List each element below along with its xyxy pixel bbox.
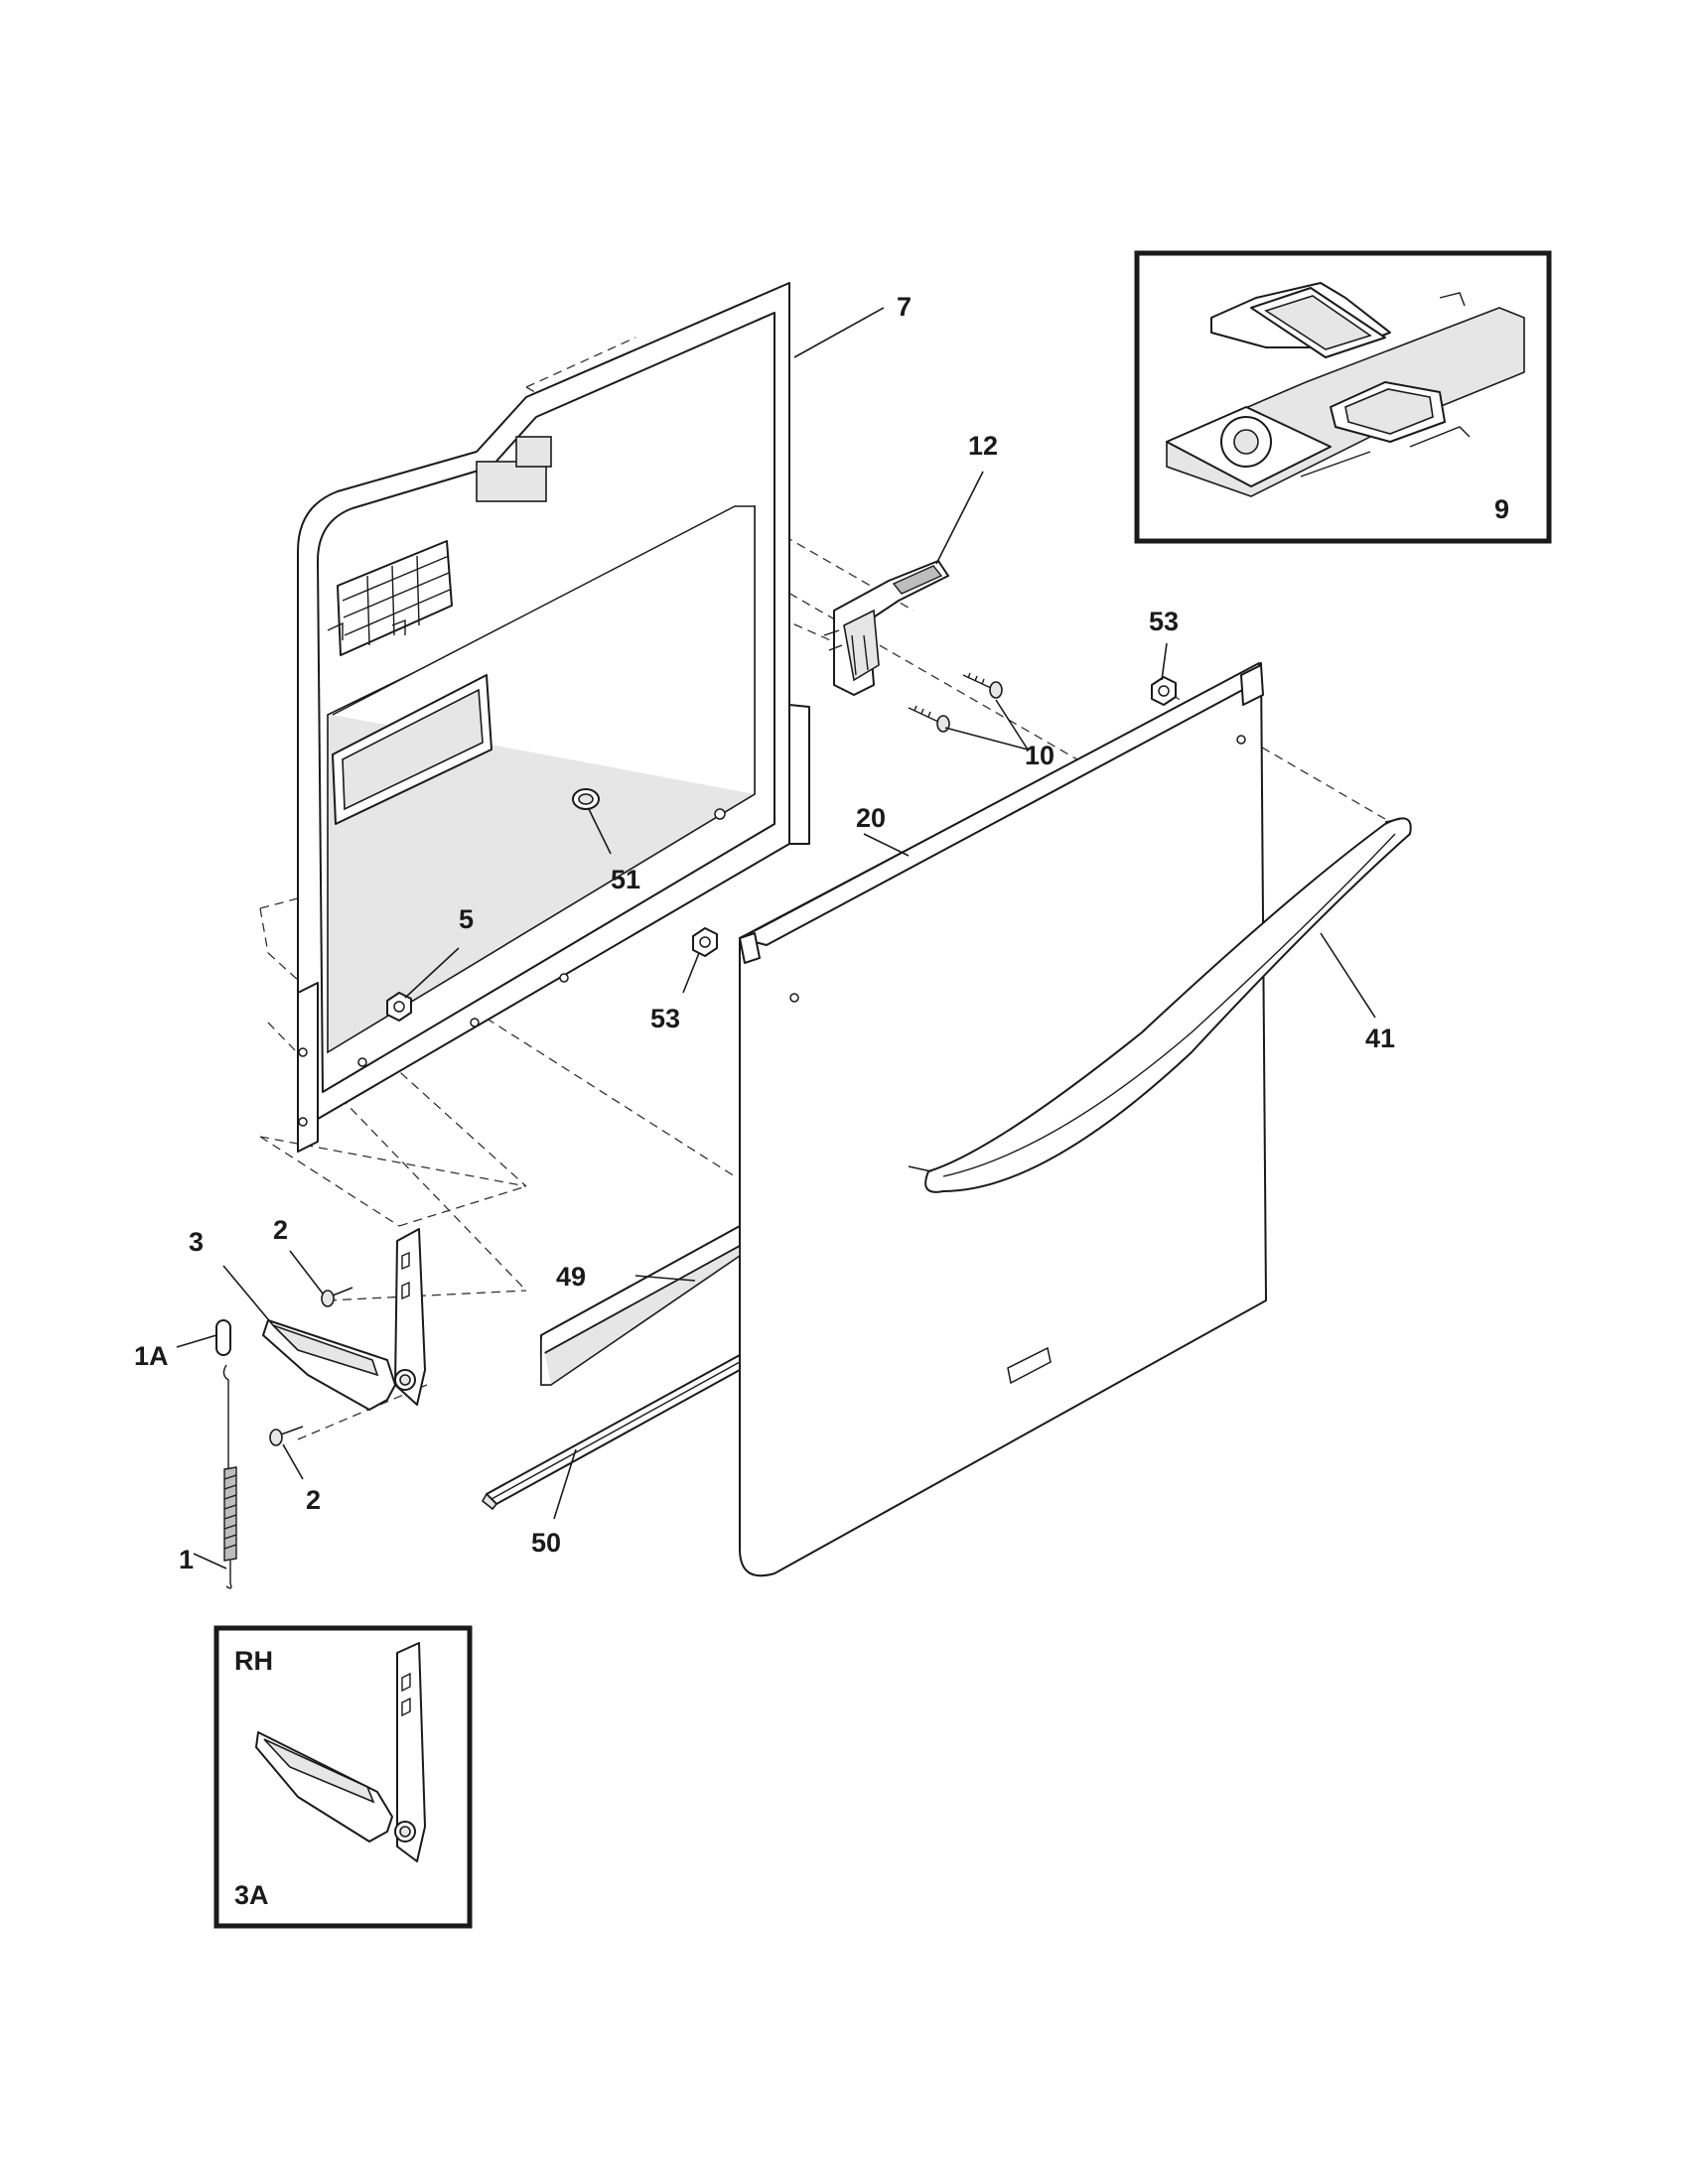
clip-ring <box>572 788 600 810</box>
callout-50: 50 <box>531 1528 561 1558</box>
callout-20: 20 <box>856 803 886 833</box>
screw <box>962 672 1003 699</box>
hex-nut <box>692 927 718 957</box>
callout-7: 7 <box>897 292 912 322</box>
callout-12: 12 <box>968 431 998 461</box>
hex-nut <box>1151 676 1177 706</box>
callout-5: 5 <box>459 904 474 934</box>
callout-49: 49 <box>556 1262 586 1292</box>
callout-53: 53 <box>1149 607 1179 636</box>
callout-53: 53 <box>650 1004 680 1033</box>
screw <box>908 705 950 733</box>
callout-labels: 7 12 9 53 10 20 51 5 53 41 3 2 49 1A 2 1… <box>134 292 1509 1910</box>
screw <box>321 1287 353 1307</box>
hinge-rh-inset <box>213 1625 473 1929</box>
callout-2: 2 <box>273 1215 288 1245</box>
callout-9: 9 <box>1494 494 1509 524</box>
bottom-seal <box>481 1354 741 1511</box>
callout-2: 2 <box>306 1485 321 1515</box>
trim-strip <box>540 1225 741 1386</box>
inner-door-panel <box>297 282 810 1153</box>
hinge-arm <box>262 1228 426 1411</box>
door-latch <box>823 560 949 696</box>
leader-lines <box>176 307 1376 1570</box>
outer-door-panel <box>739 662 1267 1577</box>
callout-1: 1 <box>179 1545 194 1574</box>
screw <box>269 1426 304 1446</box>
callout-1a: 1A <box>134 1341 169 1371</box>
hinge-spring <box>222 1364 237 1589</box>
vent-grille <box>337 540 453 656</box>
callout-3: 3 <box>189 1227 204 1257</box>
spring-link <box>215 1319 231 1356</box>
callout-41: 41 <box>1365 1024 1395 1053</box>
dispenser-inset <box>1134 250 1552 544</box>
callout-10: 10 <box>1025 741 1055 770</box>
hex-nut <box>386 992 412 1022</box>
inset-part-label: 3A <box>234 1880 269 1910</box>
callout-51: 51 <box>611 865 640 894</box>
door-handle <box>908 817 1412 1193</box>
inset-side-label: RH <box>234 1646 273 1676</box>
